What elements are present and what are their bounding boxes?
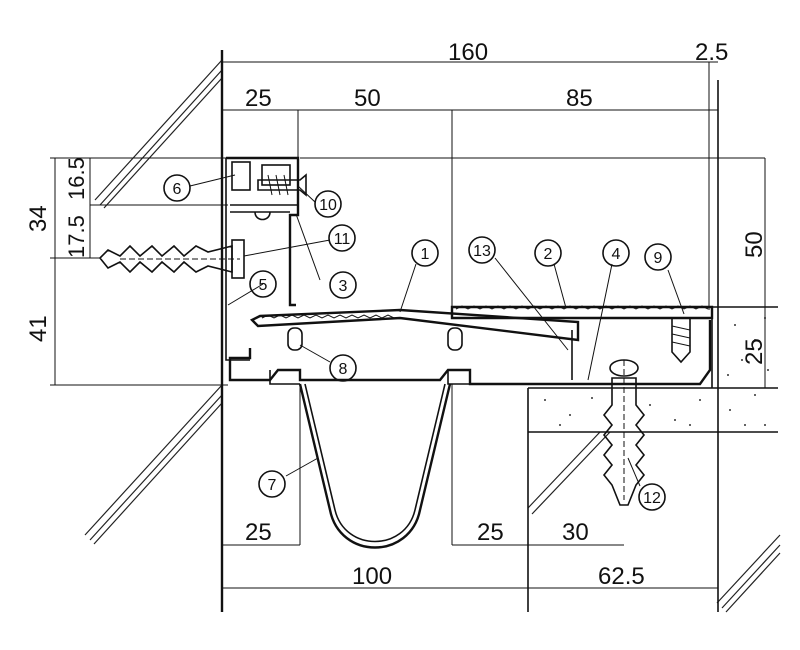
dimension-labels: 160 2.5 25 50 85 34 16.5 17.5 41 50 25 2…: [25, 39, 768, 590]
cover-screw: [671, 317, 691, 364]
wall-frame-profile: [225, 156, 300, 361]
svg-text:1: 1: [421, 246, 430, 263]
dim-left-b: 16.5: [64, 157, 89, 200]
dim-total-width: 160: [448, 39, 488, 66]
wall-structure: [220, 50, 778, 612]
svg-text:9: 9: [654, 250, 663, 267]
dim-bottom-total-right: 62.5: [598, 563, 645, 590]
svg-text:4: 4: [612, 246, 621, 263]
callout-3: 3: [329, 271, 357, 299]
dim-top-mid: 50: [354, 85, 381, 112]
frame-screw: [257, 173, 307, 197]
callout-markers: 1 2 3 4 5 6 7 8 9 10 11 12 13: [163, 174, 672, 511]
dim-top-right: 85: [566, 85, 593, 112]
dim-bottom-left: 25: [245, 519, 272, 546]
callout-7: 7: [258, 470, 286, 498]
dim-bottom-mid2: 30: [562, 519, 589, 546]
wall-anchor: [98, 239, 245, 279]
cover-plate: [249, 305, 714, 342]
svg-text:6: 6: [173, 181, 182, 198]
dim-left-a: 34: [25, 205, 52, 232]
callout-11: 11: [328, 224, 356, 252]
callout-8: 8: [329, 354, 357, 382]
rubber-seal: [298, 383, 452, 549]
callout-4: 4: [602, 239, 630, 267]
dim-edge-gap: 2.5: [695, 39, 728, 66]
dim-bottom-total-left: 100: [352, 563, 392, 590]
svg-text:11: 11: [334, 231, 351, 248]
callout-1: 1: [411, 239, 439, 267]
svg-text:10: 10: [319, 197, 337, 214]
dim-left-c: 17.5: [64, 215, 89, 258]
dim-left-d: 41: [25, 315, 52, 342]
dim-top-left: 25: [245, 85, 272, 112]
svg-text:5: 5: [259, 277, 268, 294]
svg-text:12: 12: [643, 490, 661, 507]
svg-text:3: 3: [339, 278, 348, 295]
callout-6: 6: [163, 174, 191, 202]
callout-12: 12: [638, 483, 666, 511]
dim-right-a: 50: [741, 231, 768, 258]
callout-10: 10: [314, 190, 342, 218]
leader-lines: [189, 174, 685, 487]
base-profile: [228, 320, 712, 386]
callout-2: 2: [534, 239, 562, 267]
dim-right-b: 25: [741, 338, 768, 365]
dim-bottom-mid1: 25: [477, 519, 504, 546]
svg-text:13: 13: [473, 243, 491, 260]
callout-9: 9: [644, 243, 672, 271]
svg-text:2: 2: [544, 246, 553, 263]
callout-5: 5: [249, 270, 277, 298]
svg-text:8: 8: [339, 361, 348, 378]
callout-13: 13: [468, 236, 496, 264]
extension-lines: [50, 61, 778, 589]
svg-text:7: 7: [268, 477, 277, 494]
wall-hatching: [84, 59, 781, 613]
